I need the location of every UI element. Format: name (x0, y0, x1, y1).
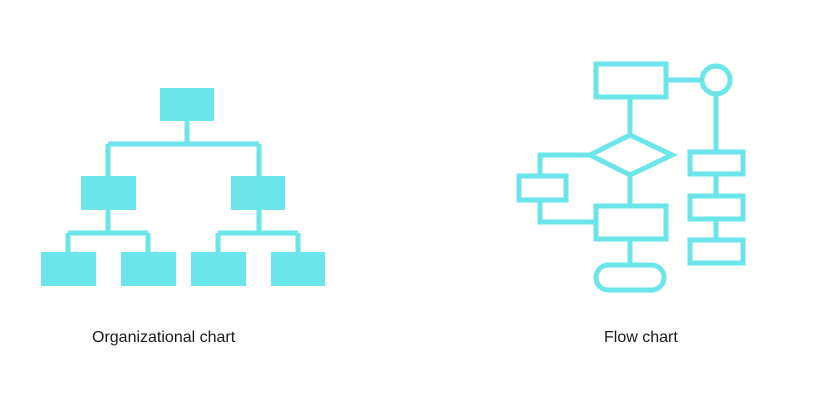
org-node-level2-right (231, 176, 285, 210)
flow-decision-diamond (584, 132, 678, 178)
org-node-level3-3 (191, 252, 246, 286)
org-node-level3-2 (121, 252, 176, 286)
flow-terminal-end (593, 262, 667, 293)
flow-chart-connectors (537, 77, 719, 265)
org-chart-connectors (65, 121, 301, 252)
org-chart-caption: Organizational chart (92, 329, 236, 346)
org-node-level3-1 (41, 252, 96, 286)
flow-chart-caption: Flow chart (604, 329, 678, 346)
org-node-root (160, 88, 214, 121)
org-node-level2-left (81, 176, 136, 210)
flow-stack-box-3 (687, 237, 746, 266)
flow-stack-box-2 (687, 193, 746, 222)
flow-input-box (516, 173, 569, 203)
flow-process-middle (593, 203, 669, 242)
flow-stack-box-1 (687, 149, 746, 177)
org-node-level3-4 (271, 252, 325, 286)
flow-connector-circle (699, 63, 733, 97)
flow-process-start (593, 61, 669, 100)
